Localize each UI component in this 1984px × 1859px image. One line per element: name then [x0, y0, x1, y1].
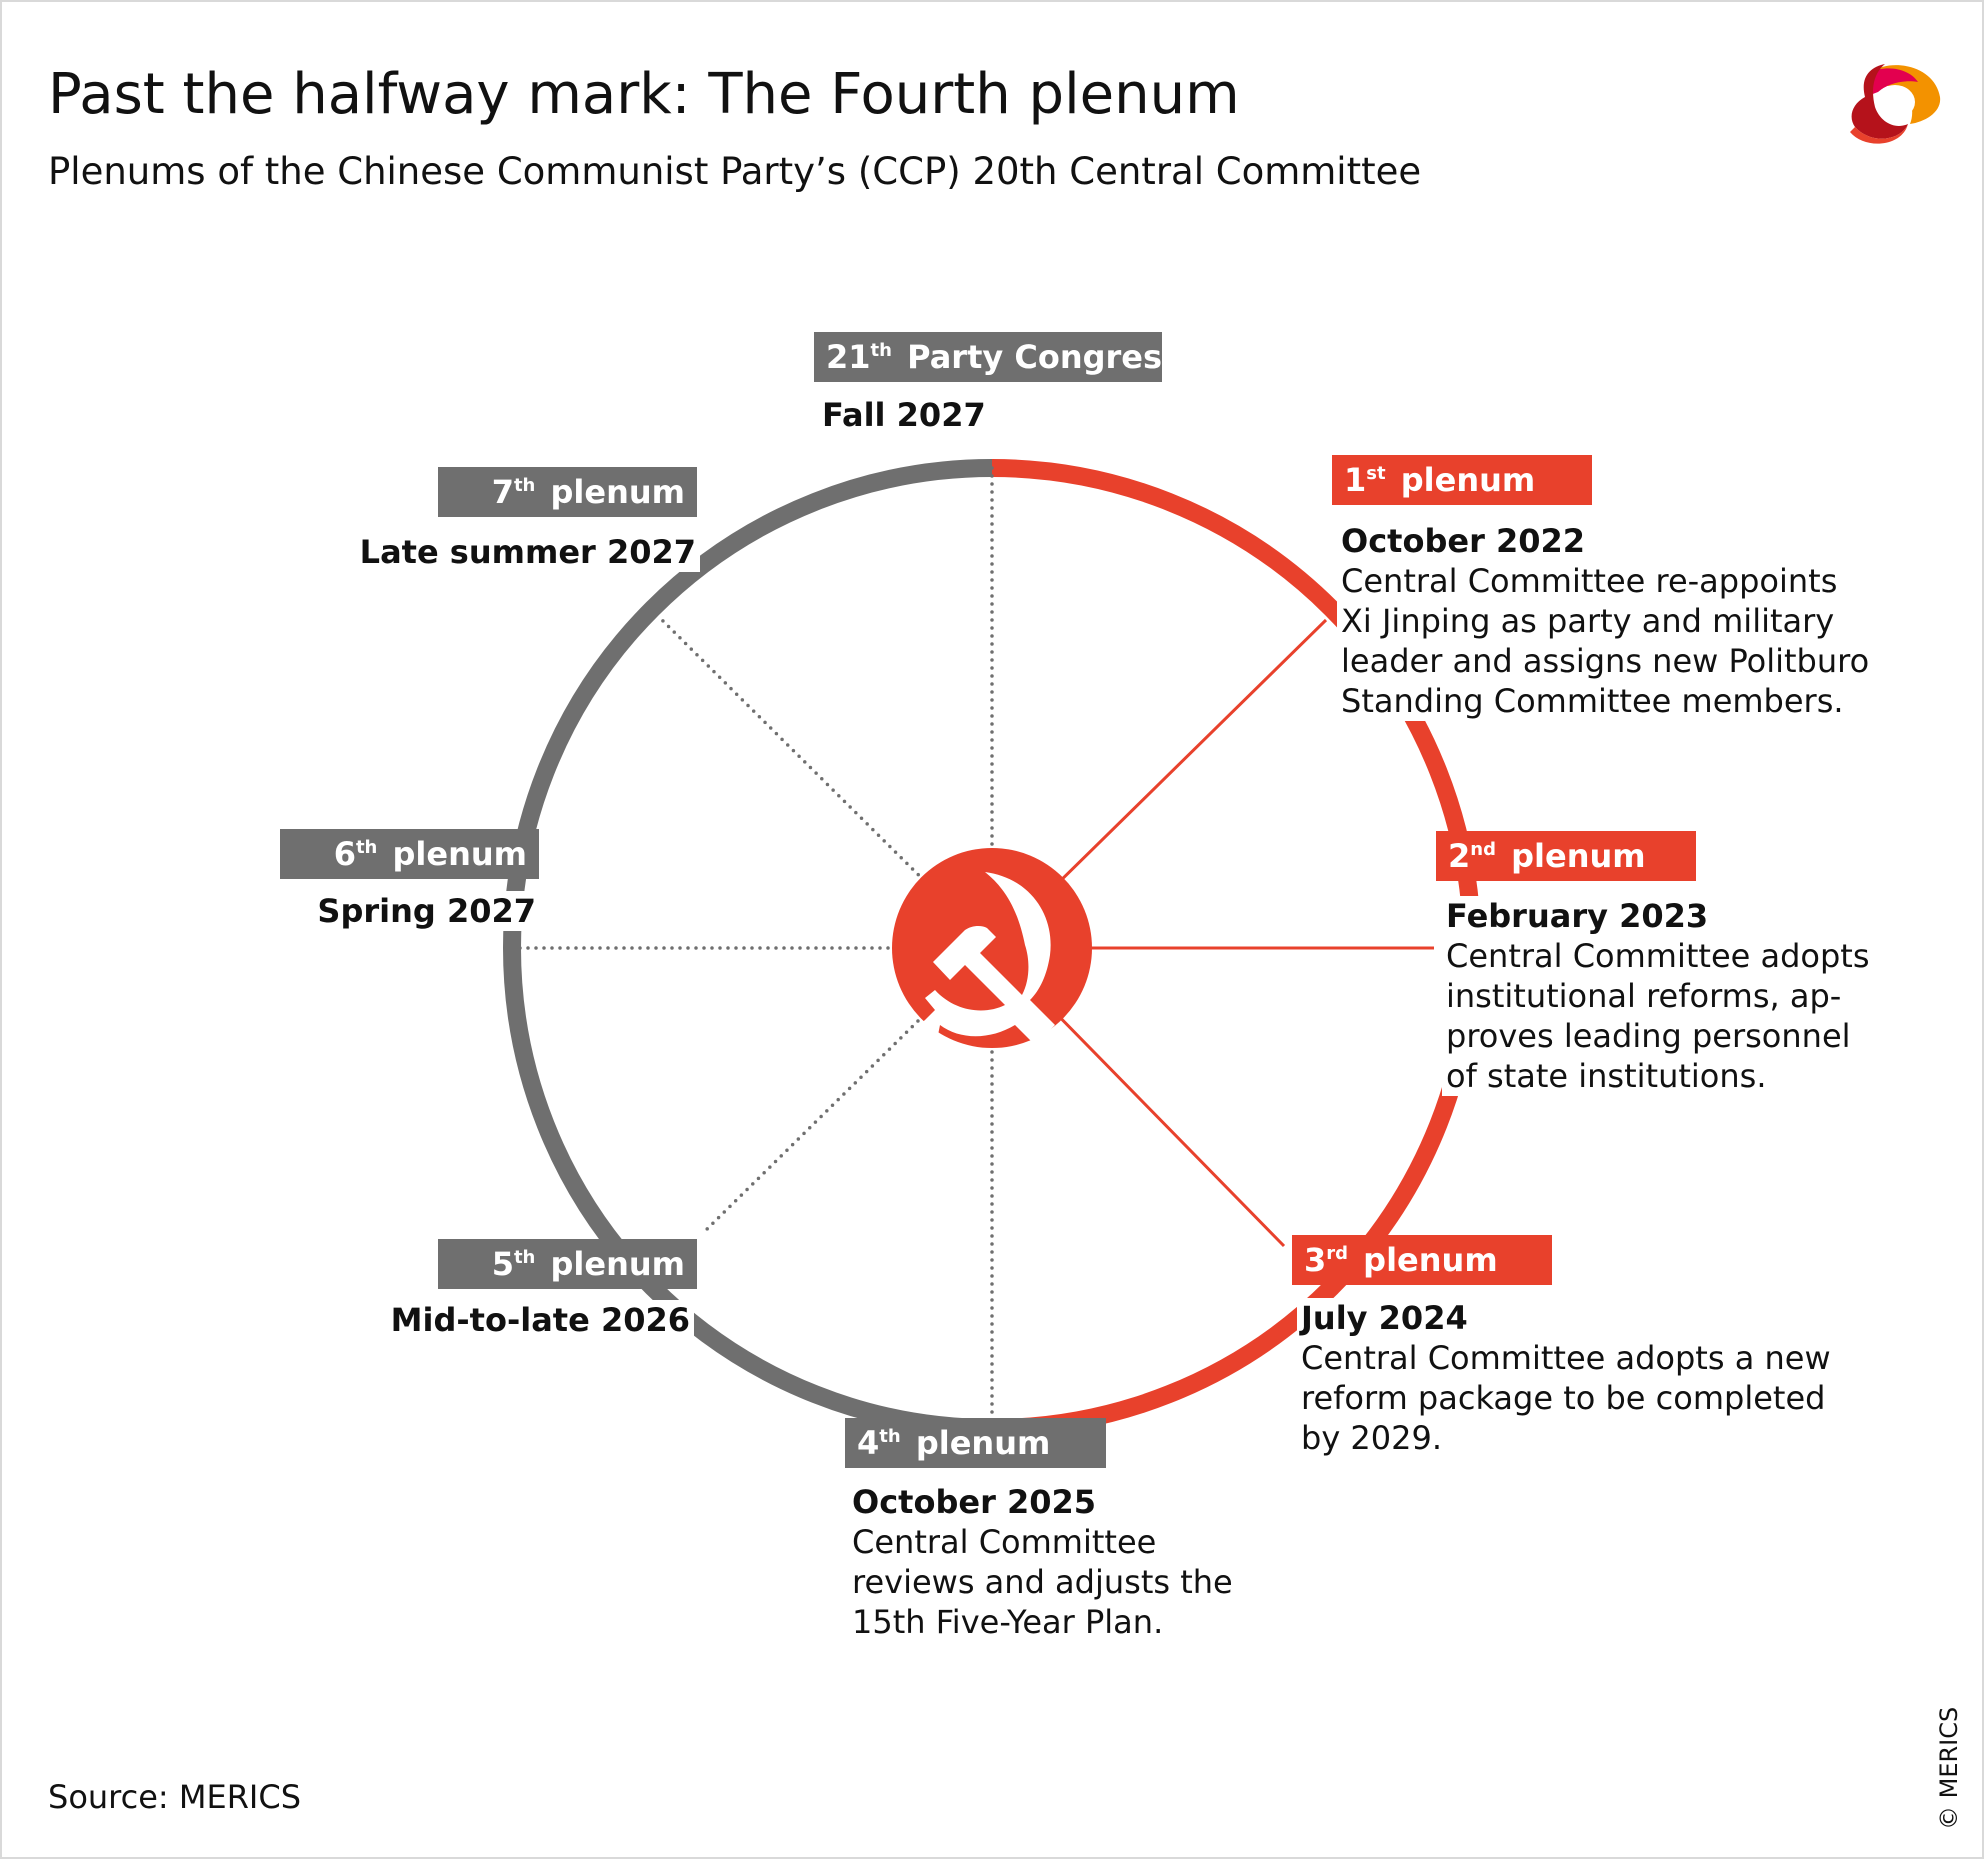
- label-text: plenum: [392, 835, 527, 873]
- desc-line: by 2029.: [1301, 1419, 1443, 1457]
- desc-line: Central Committee adopts a new: [1301, 1339, 1831, 1377]
- plenum-5-date: Mid-to-late 2026: [390, 1301, 690, 1339]
- plenum-6-label: 6th plenum: [280, 829, 539, 879]
- desc-line: proves leading personnel: [1446, 1017, 1851, 1055]
- desc-line: 15th Five-Year Plan.: [852, 1603, 1164, 1641]
- plenum-6-date: Spring 2027: [317, 892, 536, 930]
- label-text: plenum: [550, 473, 685, 511]
- ring-arc-upcoming: [503, 459, 993, 1437]
- plenum-5-label: 5th plenum: [438, 1239, 697, 1289]
- label-text: plenum: [1363, 1241, 1498, 1279]
- label-suffix: th: [870, 340, 892, 361]
- label-number: 21: [826, 338, 871, 376]
- page-title: Past the halfway mark: The Fourth plenum: [48, 62, 1240, 127]
- label-text: plenum: [915, 1424, 1051, 1462]
- copyright-note: © MERICS: [1935, 1706, 1963, 1830]
- hammer-and-sickle-icon: [892, 848, 1092, 1048]
- plenum-4-date: October 2025: [852, 1483, 1097, 1521]
- label-number: 7: [491, 473, 514, 511]
- desc-line: of state institutions.: [1446, 1057, 1767, 1095]
- label-text: plenum: [1511, 837, 1646, 875]
- label-number: 4: [857, 1424, 880, 1462]
- desc-line: Standing Committee members.: [1341, 682, 1844, 720]
- plenum-2-date: February 2023: [1446, 897, 1709, 935]
- desc-line: reviews and adjusts the: [852, 1563, 1233, 1601]
- label-suffix: th: [513, 1247, 536, 1268]
- label-text: Party Congress: [907, 338, 1182, 376]
- party-congress-label: 21th Party Congress: [814, 332, 1181, 382]
- plenum-7-label: 7th plenum: [438, 467, 697, 517]
- plenum-4-info: October 2025 Central Committee reviews a…: [848, 1482, 1237, 1642]
- label-number: 1: [1344, 461, 1367, 499]
- party-congress-info: Fall 2027: [818, 395, 990, 435]
- plenum-3-date: July 2024: [1301, 1299, 1468, 1337]
- plenum-4-label: 4th plenum: [845, 1418, 1106, 1468]
- plenum-7-date: Late summer 2027: [359, 533, 696, 571]
- party-congress-date: Fall 2027: [822, 396, 986, 434]
- desc-line: institutional reforms, ap-: [1446, 977, 1842, 1015]
- label-number: 6: [333, 835, 356, 873]
- label-suffix: st: [1366, 463, 1386, 484]
- plenum-2-label: 2nd plenum: [1436, 831, 1696, 881]
- source-note: Source: MERICS: [48, 1778, 302, 1816]
- plenum-5-info: Mid-to-late 2026: [386, 1300, 694, 1340]
- merics-logo: [1850, 64, 1941, 144]
- plenum-1-date: October 2022: [1341, 522, 1586, 560]
- desc-line: leader and assigns new Politburo: [1341, 642, 1870, 680]
- plenum-3-label: 3rd plenum: [1292, 1235, 1552, 1285]
- label-number: 5: [491, 1245, 514, 1283]
- label-suffix: th: [513, 475, 536, 496]
- label-text: plenum: [550, 1245, 685, 1283]
- label-number: 2: [1448, 837, 1471, 875]
- plenum-1-label: 1st plenum: [1332, 455, 1592, 505]
- desc-line: Central Committee adopts: [1446, 937, 1870, 975]
- label-suffix: th: [355, 837, 378, 858]
- label-text: plenum: [1400, 461, 1536, 499]
- plenum-6-info: Spring 2027: [313, 891, 540, 931]
- desc-line: Xi Jinping as party and military: [1341, 602, 1835, 640]
- label-suffix: rd: [1326, 1243, 1349, 1264]
- desc-line: Central Committee re-appoints: [1341, 562, 1838, 600]
- plenum-3-info: July 2024 Central Committee adopts a new…: [1297, 1298, 1835, 1458]
- plenum-2-info: February 2023 Central Committee adopts i…: [1442, 896, 1874, 1096]
- desc-line: Central Committee: [852, 1523, 1157, 1561]
- label-suffix: th: [879, 1426, 901, 1447]
- page-subtitle: Plenums of the Chinese Communist Party’s…: [48, 150, 1422, 193]
- plenum-7-info: Late summer 2027: [355, 532, 700, 572]
- label-number: 3: [1304, 1241, 1327, 1279]
- desc-line: reform package to be completed: [1301, 1379, 1826, 1417]
- plenum-1-info: October 2022 Central Committee re-appoin…: [1337, 521, 1874, 721]
- label-suffix: nd: [1470, 839, 1496, 860]
